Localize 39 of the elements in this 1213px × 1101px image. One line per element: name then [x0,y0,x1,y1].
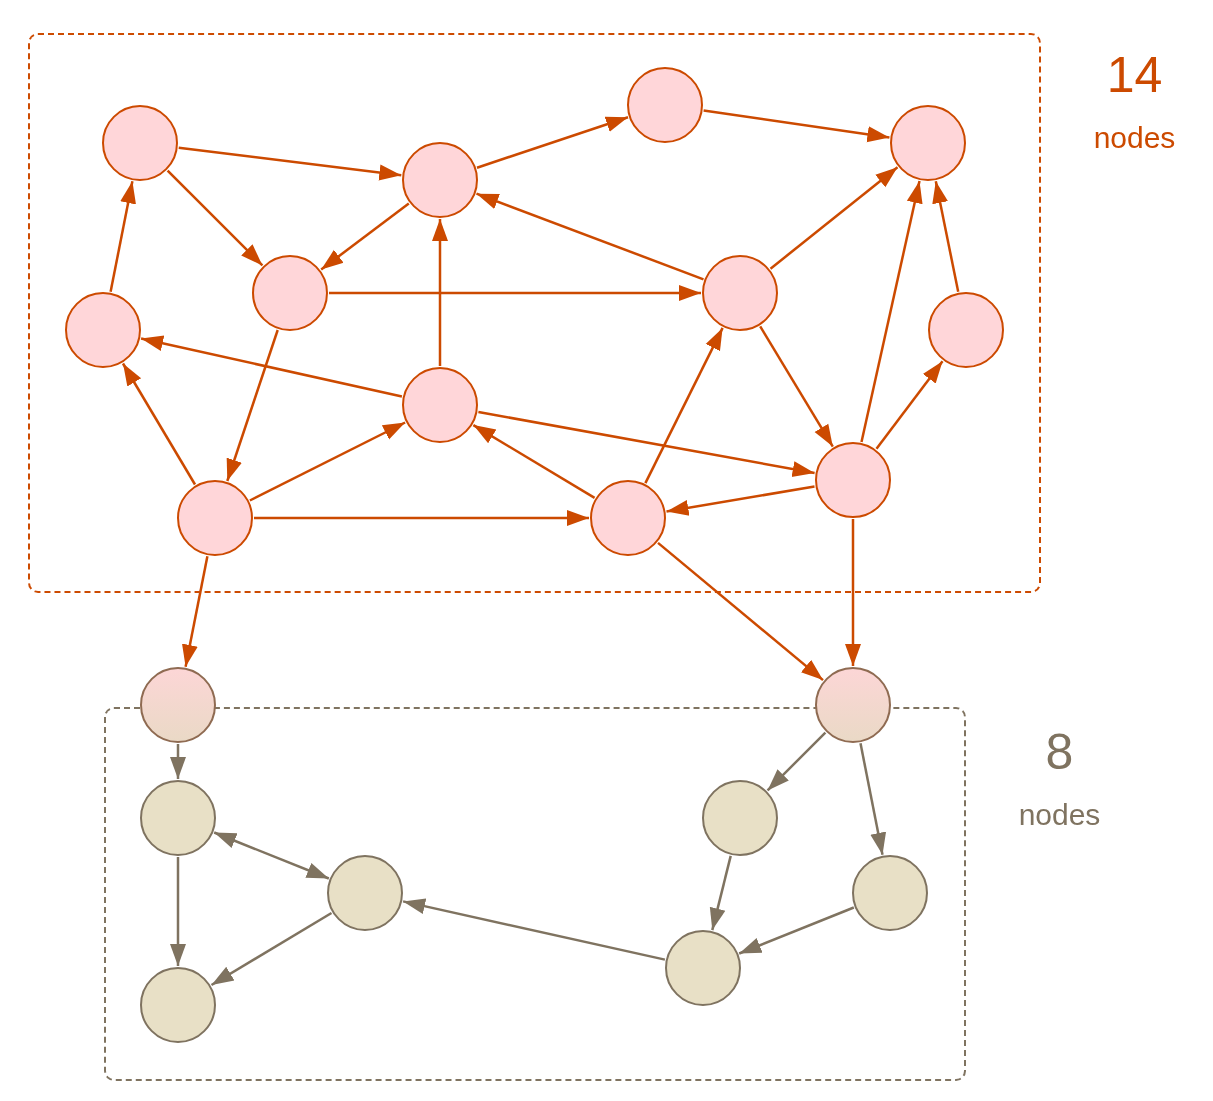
arrow [666,485,815,516]
count-label: 14 [1106,49,1163,100]
arrow [249,421,406,502]
arrow [766,731,827,792]
arrow [769,166,899,270]
arrow [860,180,923,443]
arrow [254,510,589,526]
arrow [109,181,136,292]
arrow [472,424,596,499]
arrow [210,911,333,987]
arrow [402,898,666,961]
arrow [859,743,887,855]
arrow [644,327,724,484]
arrow [170,857,186,966]
arrow [478,410,815,477]
arrow [329,285,701,301]
caption-label: nodes [1093,122,1176,153]
arrow [709,855,732,931]
arrow [166,169,264,267]
arrow [213,831,330,880]
count-label: 8 [1045,726,1074,777]
arrow [703,109,890,143]
arrow [875,360,944,450]
arrow [476,116,629,169]
arrow [932,180,960,293]
arrow [845,519,861,666]
arrow [226,329,279,482]
arrow [121,362,197,486]
arrow [178,146,402,181]
caption-label: nodes [1018,799,1101,830]
arrow [140,335,403,398]
arrow [320,202,410,271]
arrow [759,325,834,448]
arrow [170,744,186,779]
arrow [432,219,448,366]
arrow [738,906,855,955]
arrow [476,192,704,281]
arrow [182,556,209,667]
arrow [657,541,824,682]
